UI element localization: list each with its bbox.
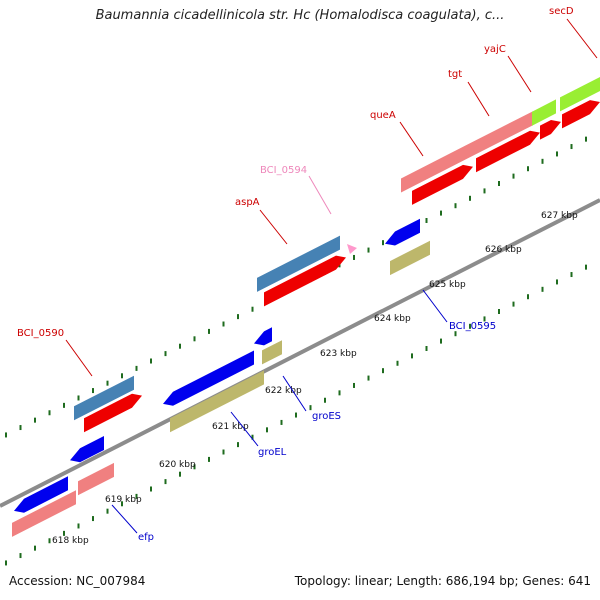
gene-arrow-secD[interactable] [562, 100, 600, 129]
kbp-label-624-kbp: 624 kbp [374, 314, 411, 324]
gene-label-secD[interactable]: secD [549, 6, 574, 17]
gene-arrow-efp[interactable] [14, 476, 68, 513]
gene-bar-secD[interactable] [560, 77, 600, 112]
gene-arrow-groES[interactable] [254, 327, 272, 346]
kbp-label-619-kbp: 619 kbp [105, 495, 142, 505]
gene-arrow-tgt[interactable] [476, 130, 540, 173]
gene-label-tgt[interactable]: tgt [448, 69, 462, 80]
leader-line-groES [282, 375, 307, 412]
leader-line-queA [399, 121, 424, 157]
gene-label-groEL[interactable]: groEL [258, 447, 287, 458]
gene-marker-BCI_0594[interactable] [347, 244, 357, 254]
gene-label-aspA[interactable]: aspA [235, 197, 260, 208]
leader-line-aspA [259, 209, 288, 245]
leader-line-efp [111, 504, 138, 534]
gene-bar-queA[interactable] [401, 145, 466, 193]
gene-label-yajC[interactable]: yajC [484, 44, 506, 55]
gene-bar-efp-2[interactable] [78, 462, 114, 496]
kbp-label-623-kbp: 623 kbp [320, 349, 357, 359]
leader-line-BCI_0594 [308, 175, 332, 215]
gene-bar-tgt[interactable] [466, 111, 533, 160]
gene-arrow-BCI_0595[interactable] [385, 218, 420, 246]
leader-line-tgt [467, 81, 490, 117]
gene-bar-groEL[interactable] [170, 370, 264, 433]
leader-line-yajC [507, 55, 532, 93]
gene-arrow-aspA[interactable] [264, 255, 346, 307]
kbp-label-626-kbp: 626 kbp [485, 245, 522, 255]
gene-bar-BCI_0590[interactable] [74, 375, 134, 421]
kbp-label-620-kbp: 620 kbp [159, 460, 196, 470]
leader-line-secD [566, 18, 598, 59]
leader-line-BCI_0595 [422, 289, 448, 323]
genome-backbone [0, 198, 600, 508]
lower-tick-track [5, 264, 587, 566]
gene-label-BCI_0595[interactable]: BCI_0595 [449, 321, 496, 332]
gene-arrow-queA[interactable] [412, 164, 473, 205]
gene-bar-groES[interactable] [262, 340, 282, 365]
gene-arrow-BCI_0590[interactable] [84, 393, 142, 433]
kbp-label-627-kbp: 627 kbp [541, 211, 578, 221]
gene-arrow-groEL[interactable] [163, 350, 254, 406]
leader-line-BCI_0590 [65, 339, 93, 377]
gene-label-queA[interactable]: queA [370, 110, 396, 121]
gene-arrow-yajC[interactable] [540, 120, 561, 140]
kbp-label-618-kbp: 618 kbp [52, 536, 89, 546]
gene-bar-BCI_0595[interactable] [390, 240, 430, 276]
kbp-label-621-kbp: 621 kbp [212, 422, 249, 432]
accession-text: Accession: NC_007984 [9, 574, 146, 588]
kbp-label-622-kbp: 622 kbp [265, 386, 302, 396]
gene-label-groES[interactable]: groES [312, 411, 341, 422]
gene-bar-aspA[interactable] [257, 235, 340, 292]
genome-summary-text: Topology: linear; Length: 686,194 bp; Ge… [294, 574, 591, 588]
genome-title: Baumannia cicadellinicola str. Hc (Homal… [95, 8, 505, 23]
gene-bar-efp[interactable] [12, 490, 76, 537]
gene-label-BCI_0590[interactable]: BCI_0590 [17, 328, 64, 339]
gene-label-efp[interactable]: efp [138, 532, 154, 543]
gene-label-BCI_0594[interactable]: BCI_0594 [260, 165, 307, 176]
gene-bar-yajC[interactable] [532, 99, 556, 126]
kbp-label-625-kbp: 625 kbp [429, 280, 466, 290]
leader-line-groEL [230, 411, 259, 447]
gene-arrow-efp-2[interactable] [70, 436, 104, 463]
